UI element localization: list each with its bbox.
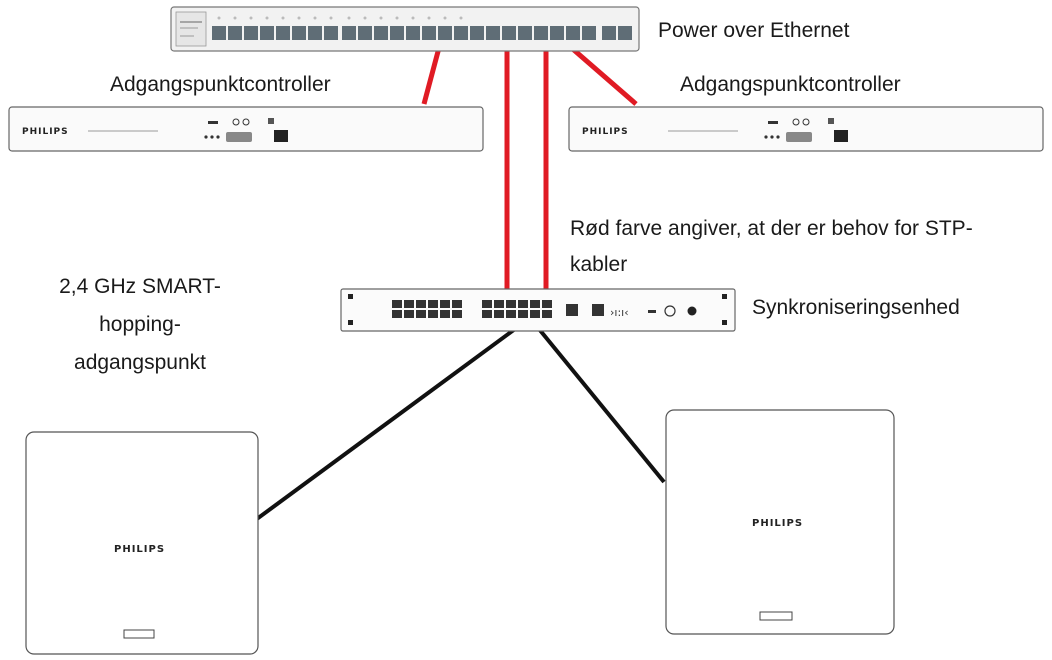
stp-note: Rød farve angiver, at der er behov for S… <box>570 214 1040 280</box>
stp-cable-right-controller <box>565 42 638 106</box>
access-point-right: PHILIPS <box>665 409 895 635</box>
controller-left-label: Adgangspunktcontroller <box>110 73 331 96</box>
svg-text:PHILIPS: PHILIPS <box>22 127 69 137</box>
svg-text:›ı:ı‹: ›ı:ı‹ <box>610 306 629 319</box>
svg-text:PHILIPS: PHILIPS <box>582 127 629 137</box>
sync-label: Synkroniseringsenhed <box>752 296 960 319</box>
access-point-label: 2,4 GHz SMART- hopping- adgangspunkt <box>30 268 250 382</box>
sync-unit: ›ı:ı‹ <box>340 288 736 332</box>
poe-label: Power over Ethernet <box>658 19 850 42</box>
access-point-left: PHILIPS <box>25 431 259 655</box>
stp-cable-left-controller <box>421 43 443 105</box>
stp-note-line-1: Rød farve angiver, at der er behov for S… <box>570 217 973 240</box>
access-point-label-line-1: 2,4 GHz SMART- <box>59 275 221 298</box>
access-point-label-line-2: hopping- <box>99 313 181 336</box>
controller-right: PHILIPS <box>568 106 1044 152</box>
access-point-label-line-3: adgangspunkt <box>74 351 206 374</box>
svg-text:PHILIPS: PHILIPS <box>752 518 803 529</box>
controller-right-label: Adgangspunktcontroller <box>680 73 901 96</box>
svg-text:PHILIPS: PHILIPS <box>114 544 165 555</box>
cable-ap-right <box>528 316 666 484</box>
cable-ap-left <box>248 316 532 526</box>
poe-switch <box>170 6 640 52</box>
stp-note-line-2: kabler <box>570 253 628 276</box>
controller-left: PHILIPS <box>8 106 484 152</box>
